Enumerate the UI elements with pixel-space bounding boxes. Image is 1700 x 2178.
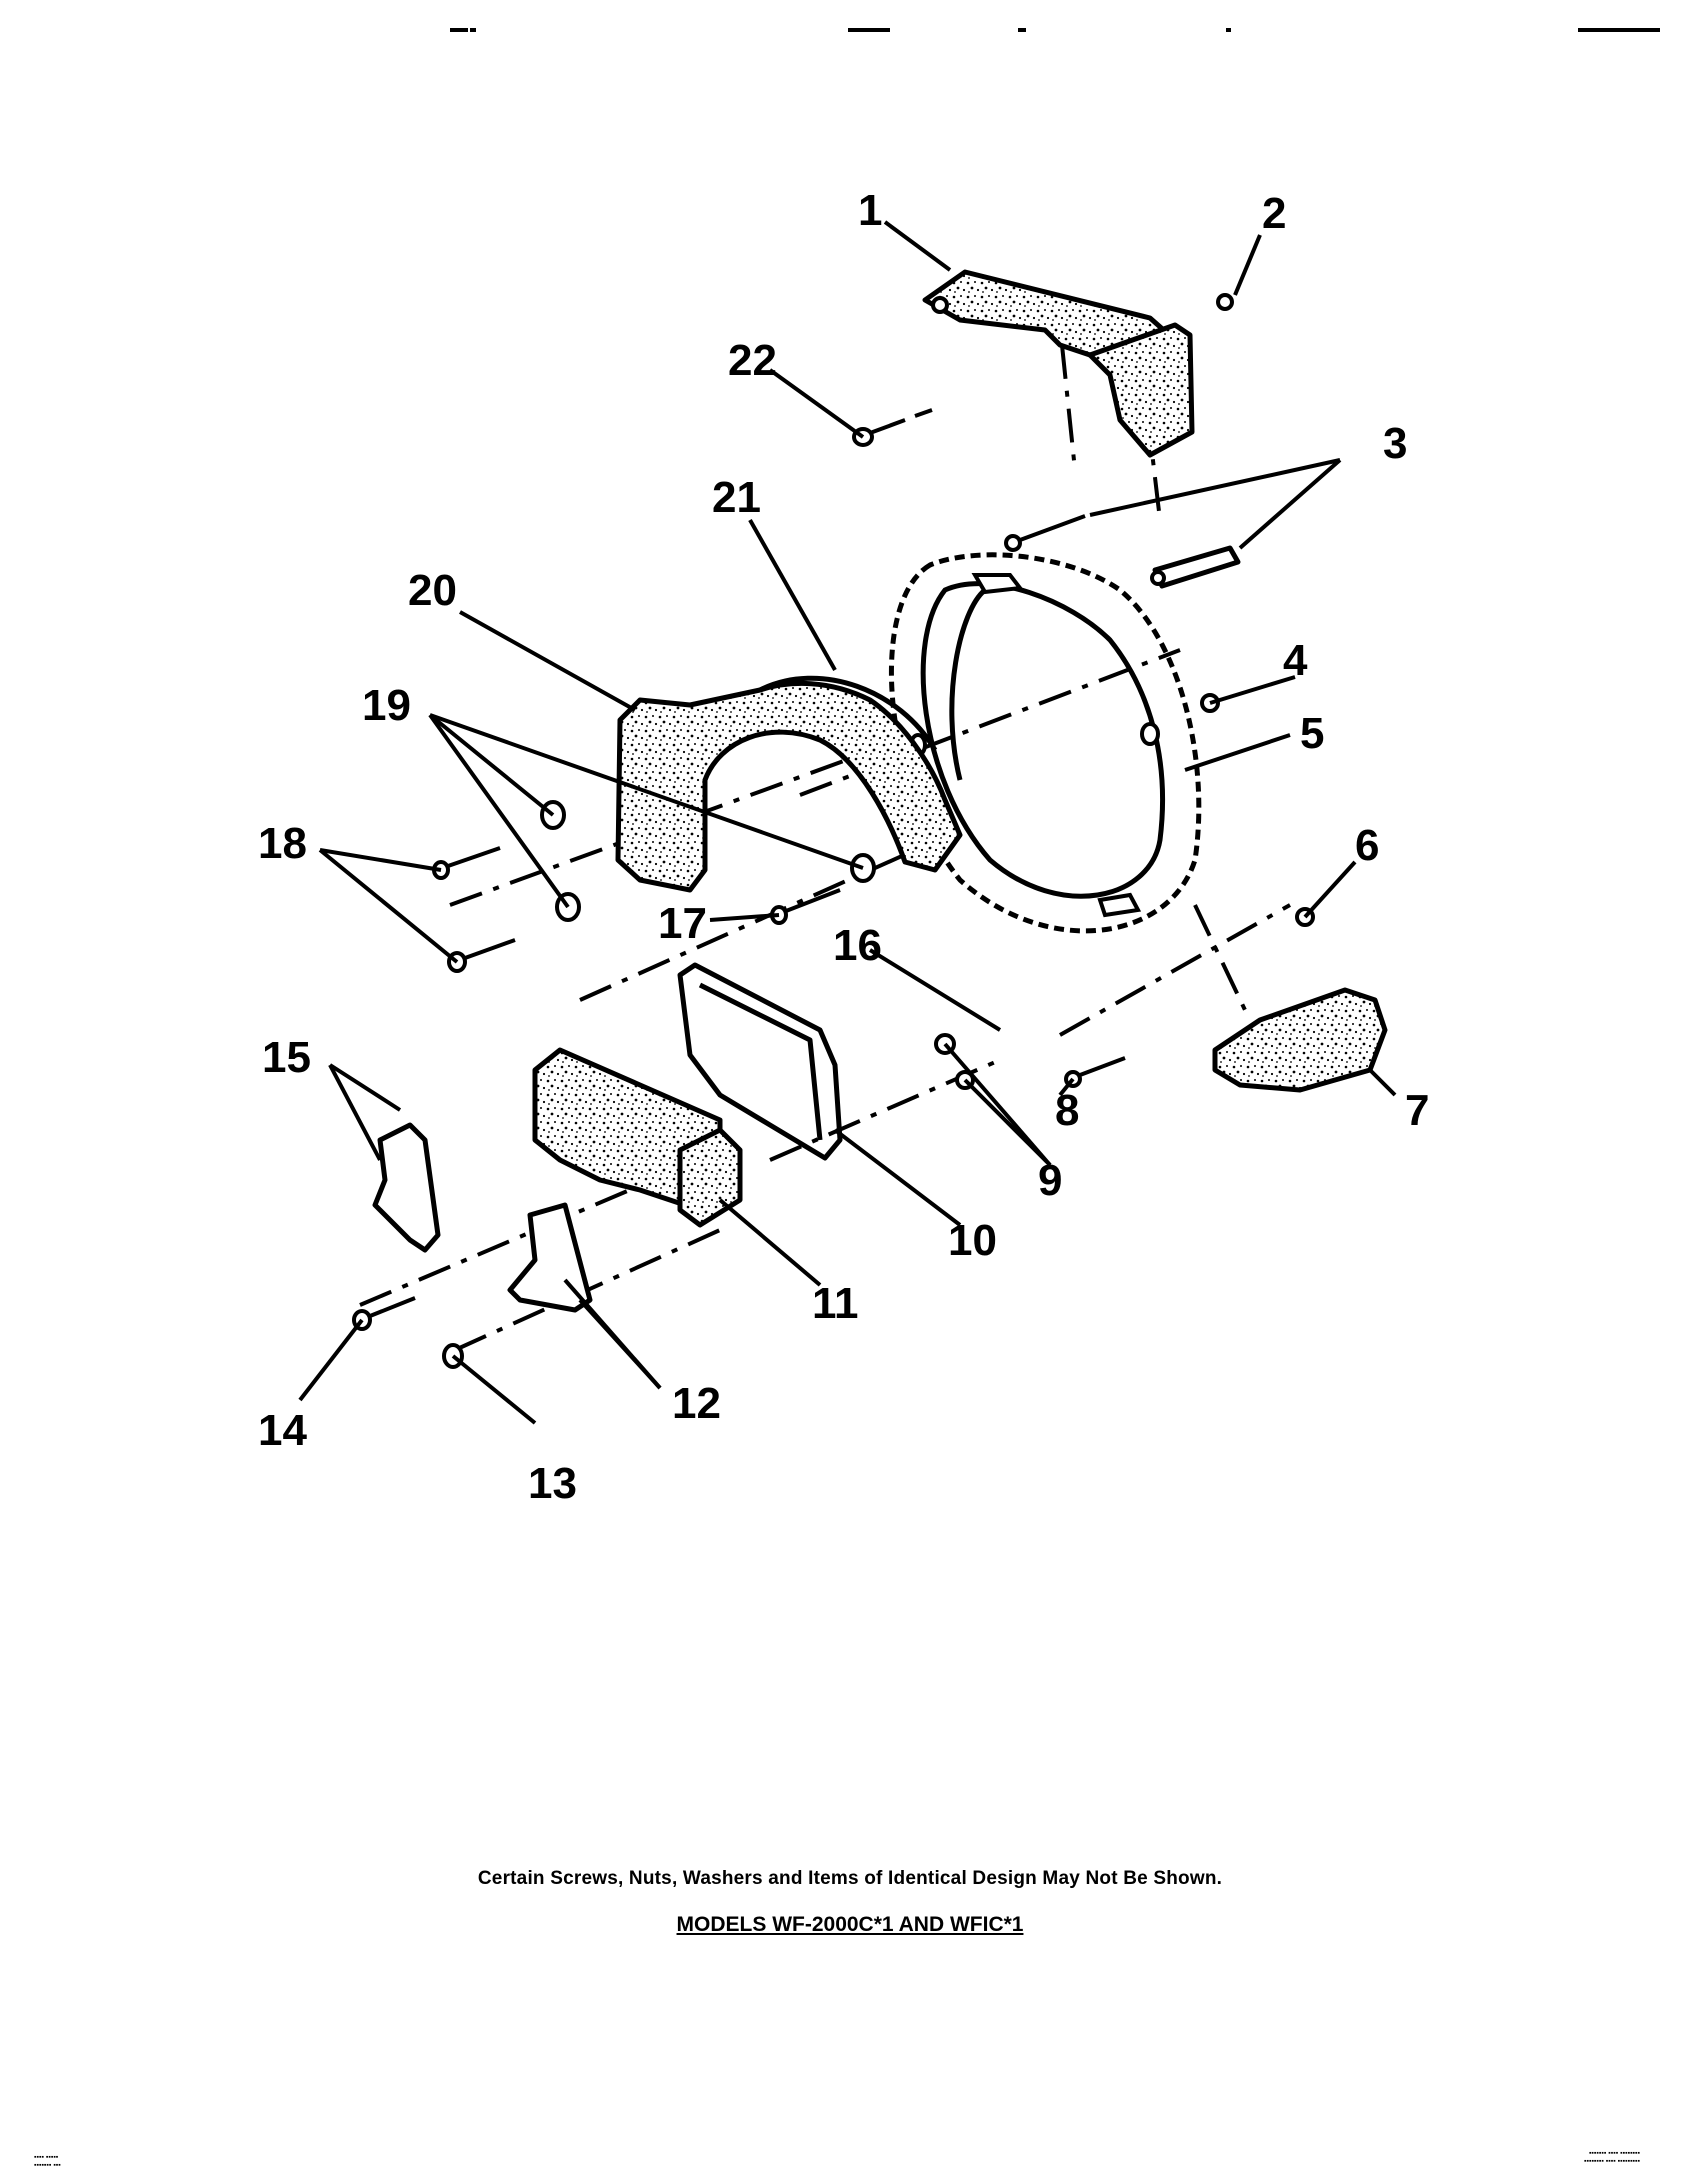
- callout-19: 19: [362, 681, 411, 730]
- callout-17: 17: [658, 899, 707, 948]
- callout-5: 5: [1300, 709, 1324, 758]
- scan-mark: [1578, 28, 1660, 32]
- counterweight-20: [615, 675, 963, 893]
- callout-labels: 1 2 3 4 5 6 7 8 9 10 11 12 13 14 15 16 1…: [258, 186, 1429, 1508]
- callout-8: 8: [1055, 1086, 1079, 1135]
- callout-13: 13: [528, 1459, 577, 1508]
- callout-6: 6: [1355, 821, 1379, 870]
- callout-18: 18: [258, 819, 307, 868]
- screw-22: [852, 408, 933, 447]
- callout-1: 1: [858, 186, 882, 235]
- callout-12: 12: [672, 1379, 721, 1428]
- bracket-15: [372, 1122, 441, 1253]
- scan-mark: [1226, 28, 1231, 32]
- screw-2: [1216, 293, 1234, 311]
- callout-14: 14: [258, 1406, 307, 1455]
- callout-3: 3: [1383, 419, 1407, 468]
- weight-7: [1212, 987, 1388, 1093]
- footnote: Certain Screws, Nuts, Washers and Items …: [477, 1868, 1223, 1889]
- clips-3: [1004, 514, 1241, 589]
- callout-4: 4: [1283, 636, 1308, 685]
- corner-stamp-left: ▪▪▪▪ ▪▪▪▪▪▪▪▪▪▪▪▪ ▪▪▪: [34, 2154, 61, 2169]
- callout-22: 22: [728, 336, 777, 385]
- callout-20: 20: [408, 566, 457, 615]
- scan-mark: [450, 28, 468, 32]
- scan-mark: [470, 28, 476, 32]
- callout-leaders: [298, 220, 1397, 1425]
- callout-11: 11: [812, 1279, 859, 1328]
- callout-15: 15: [262, 1033, 311, 1082]
- callout-7: 7: [1405, 1086, 1429, 1135]
- callout-2: 2: [1262, 189, 1286, 238]
- callout-21: 21: [712, 473, 761, 522]
- top-bracket: [922, 269, 1234, 458]
- hardware-8-9: [934, 1033, 1126, 1090]
- scan-mark: [848, 28, 890, 32]
- model-caption: MODELS WF-2000C*1 AND WFIC*1: [676, 1913, 1024, 1936]
- scan-mark: [1018, 28, 1026, 32]
- callout-16: 16: [833, 921, 882, 970]
- plate-10: [677, 962, 843, 1161]
- weight-11: [532, 1047, 743, 1228]
- callout-10: 10: [948, 1216, 997, 1265]
- callout-9: 9: [1038, 1156, 1062, 1205]
- corner-stamp-right: ▪▪▪▪▪▪▪ ▪▪▪▪ ▪▪▪▪▪▪▪▪▪▪▪▪▪▪▪▪ ▪▪▪▪ ▪▪▪▪▪…: [1584, 2150, 1640, 2165]
